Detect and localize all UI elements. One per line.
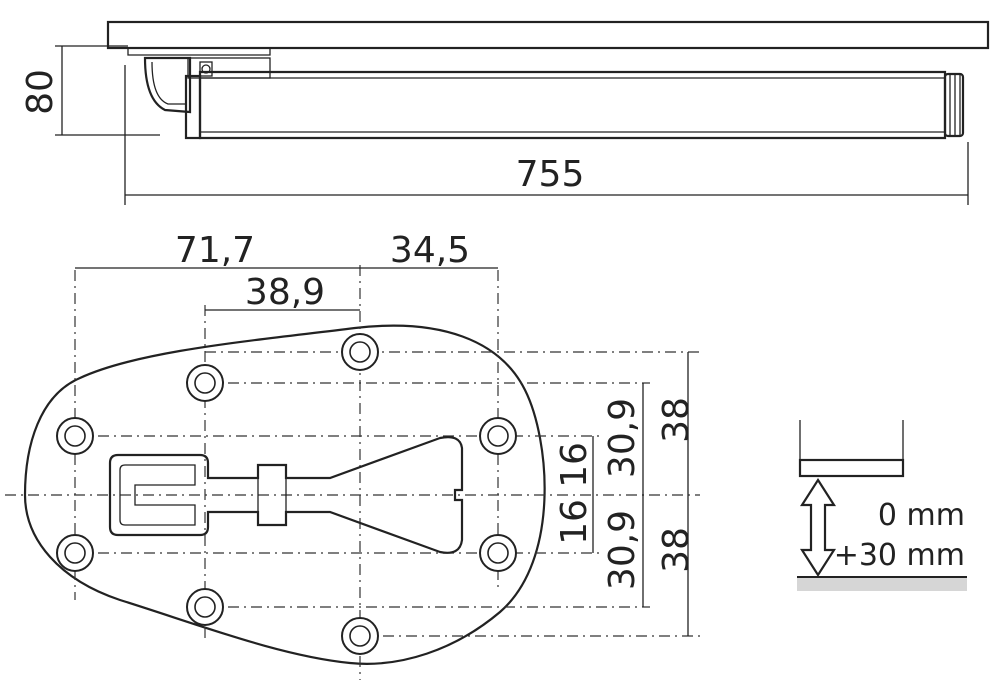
dimension-16-pair: 16 16 [554,436,595,553]
floor-surface [797,577,967,591]
screw-hole [479,417,517,455]
dimension-38-9: 38,9 [205,272,360,313]
screw-hole [341,617,379,655]
leg-foot-pad [798,458,905,478]
leg-tube [198,70,965,140]
screw-hole [186,364,224,402]
dimension-34-5: 34,5 [360,230,498,271]
dim-71-7-label: 71,7 [175,230,255,271]
adjust-min-label: 0 mm [878,498,965,533]
height-dimension: 80 [20,45,160,136]
dimension-38-pair: 38 38 [656,352,697,636]
table-top-plate [106,20,990,50]
height-label: 80 [20,69,61,115]
screw-hole [186,588,224,626]
length-label: 755 [516,154,585,195]
top-view: 71,7 34,5 38,9 16 16 30,9 30,9 38 38 [5,230,700,680]
dim-30-9-lower-label: 30,9 [602,510,643,590]
dimension-30-9-pair: 30,9 30,9 [602,383,644,607]
base-plate-outline [23,324,546,665]
side-view: 80 755 [20,20,990,205]
length-dimension: 755 [124,65,969,205]
double-arrow-icon [799,477,837,578]
dim-34-5-label: 34,5 [390,230,470,271]
mechanism-cutout [108,436,464,554]
screw-hole [56,417,94,455]
screw-hole [56,534,94,572]
dim-38-lower-label: 38 [656,527,697,573]
screw-holes [56,333,517,655]
dim-16-lower-label: 16 [554,499,595,545]
dim-16-upper-label: 16 [554,442,595,488]
dim-38-upper-label: 38 [656,397,697,443]
screw-hole [479,534,517,572]
adjust-max-label: +30 mm [834,538,965,573]
dim-38-9-label: 38,9 [245,272,325,313]
dimension-71-7: 71,7 [75,230,360,271]
height-adjustment-detail: 0 mm +30 mm [797,420,967,591]
screw-hole [341,333,379,371]
dim-30-9-upper-label: 30,9 [602,398,643,478]
